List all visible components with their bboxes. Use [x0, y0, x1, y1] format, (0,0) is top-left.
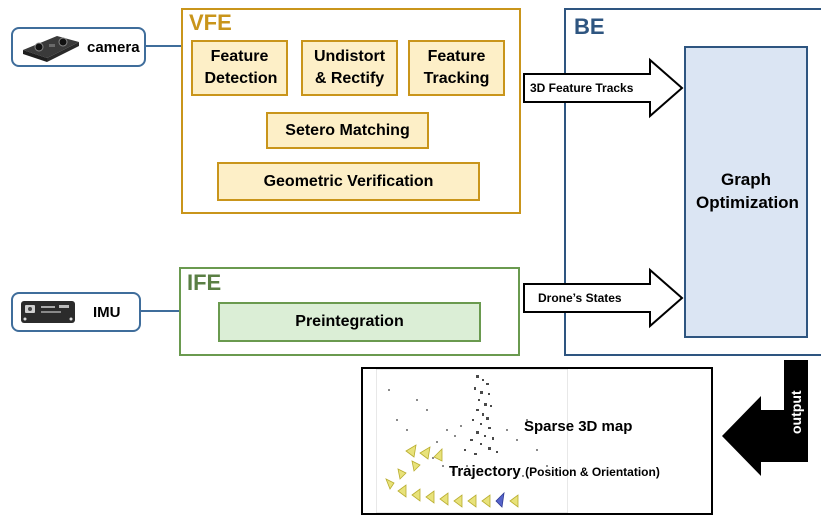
feature-tracking-module: Feature Tracking [408, 40, 505, 96]
undistort-rectify-module: Undistort & Rectify [301, 40, 398, 96]
imu-label: IMU [93, 303, 121, 321]
undistort-rectify-label: Undistort & Rectify [313, 48, 386, 87]
feature-tracks-label: 3D Feature Tracks [530, 81, 634, 95]
geometric-verification-label: Geometric Verification [263, 172, 434, 190]
camera-label: camera [87, 38, 140, 56]
imu-icon [21, 301, 75, 323]
sparse-map-image [376, 369, 568, 513]
stereo-matching-label: Setero Matching [285, 121, 410, 139]
preintegration-label: Preintegration [295, 313, 404, 331]
camera-icon [23, 36, 79, 62]
feature-tracking-label: Feature Tracking [423, 48, 490, 87]
imu-sensor: IMU [11, 292, 141, 332]
output-arrow [722, 360, 808, 476]
preintegration-module: Preintegration [218, 302, 481, 342]
ife-group [179, 267, 520, 356]
stereo-matching-module: Setero Matching [266, 112, 429, 149]
sparse-map-label: Sparse 3D map [524, 418, 633, 435]
be-title: BE [574, 14, 605, 39]
drone-states-label: Drone’s States [538, 291, 622, 305]
camera-connector [146, 45, 182, 47]
output-label: output [788, 390, 804, 434]
vfe-group [181, 8, 521, 214]
geometric-verification-module: Geometric Verification [217, 162, 480, 201]
trajectory-label: Trajectory [449, 463, 521, 480]
imu-connector [141, 310, 179, 312]
feature-detection-module: Feature Detection [191, 40, 288, 96]
ife-title: IFE [187, 270, 222, 295]
vfe-title: VFE [189, 10, 232, 35]
graph-optimization-label: Graph Optimization [696, 170, 799, 212]
trajectory-detail: (Position & Orientation) [525, 465, 660, 479]
trajectory-text: Trajectory (Position & Orientation) [449, 463, 660, 481]
feature-tracks-arrow [523, 57, 684, 119]
camera-sensor: camera [11, 27, 146, 67]
graph-optimization-module: Graph Optimization [684, 46, 808, 338]
feature-detection-label: Feature Detection [204, 48, 278, 87]
be-group [564, 8, 821, 356]
drone-states-arrow [523, 267, 684, 329]
